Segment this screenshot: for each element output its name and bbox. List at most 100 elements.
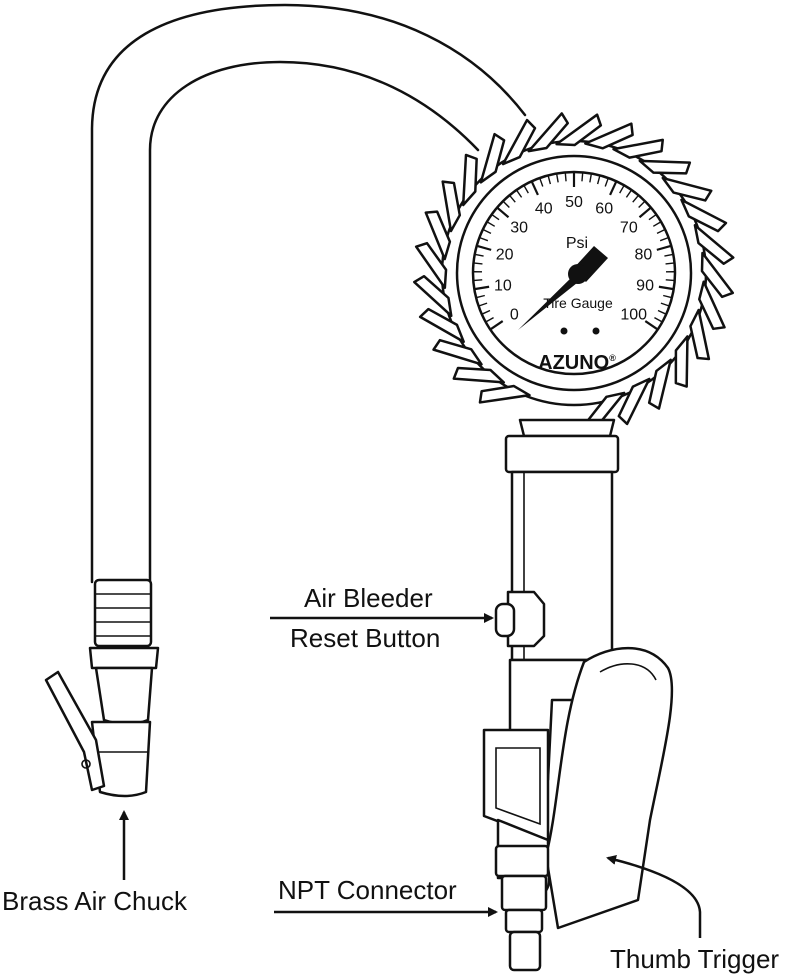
brass-air-chuck	[44, 578, 160, 798]
minor-tick	[476, 294, 485, 299]
minor-tick	[539, 178, 544, 187]
thumb-trigger-arrow	[606, 855, 702, 938]
guard-fin	[555, 113, 603, 147]
minor-tick	[665, 279, 674, 282]
minor-tick	[480, 237, 489, 242]
minor-tick	[483, 229, 492, 234]
minor-tick	[589, 174, 592, 183]
gauge-scale-label: 80	[634, 247, 652, 264]
minor-tick	[596, 176, 601, 185]
minor-tick	[604, 178, 609, 187]
guard-fin	[424, 210, 452, 261]
major-tick	[477, 245, 492, 251]
gauge-unit: Psi	[566, 235, 588, 252]
guard-fin	[441, 180, 462, 233]
minor-tick	[474, 279, 483, 282]
minor-tick	[523, 185, 529, 194]
minor-tick	[652, 221, 661, 227]
gauge-scale-label: 30	[510, 219, 528, 236]
minor-tick	[656, 229, 665, 234]
minor-tick	[479, 302, 488, 307]
guard-fin	[693, 224, 735, 265]
minor-tick	[654, 317, 662, 323]
guard-fin	[414, 241, 448, 290]
guard-fin	[432, 338, 483, 366]
minor-tick	[474, 262, 483, 265]
gauge-scale-label: 20	[496, 247, 514, 264]
guard-fin	[612, 138, 665, 159]
gauge-scale-label: 70	[620, 219, 638, 236]
major-tick	[490, 320, 504, 330]
minor-tick	[657, 309, 666, 315]
minor-tick	[547, 176, 552, 185]
guard-fin	[418, 307, 465, 343]
air-hose	[90, 3, 527, 584]
minor-tick	[638, 201, 645, 209]
minor-tick	[665, 262, 674, 265]
guard-fin	[661, 176, 713, 202]
gauge-scale-label: 40	[535, 201, 553, 218]
major-tick	[475, 285, 490, 291]
npt-connector	[494, 844, 550, 972]
minor-tick	[659, 237, 668, 242]
minor-tick	[516, 190, 523, 198]
minor-tick	[556, 174, 559, 183]
gauge-ticks	[473, 173, 675, 330]
guard-fin	[478, 384, 531, 404]
major-tick	[531, 181, 539, 196]
guard-fin	[584, 122, 634, 150]
minor-tick	[664, 253, 673, 257]
minor-tick	[663, 294, 672, 299]
npt-connector-label: NPT Connector	[278, 875, 457, 905]
guard-fin	[527, 112, 570, 153]
minor-tick	[475, 253, 484, 257]
thumb-trigger-label: Thumb Trigger	[610, 944, 780, 974]
guard-fin	[674, 335, 689, 388]
guard-fin	[700, 251, 735, 299]
gauge-needle	[518, 246, 608, 330]
guard-fin	[501, 118, 537, 166]
minor-tick	[509, 195, 516, 203]
guard-fin	[617, 377, 651, 426]
guard-fin	[698, 280, 726, 331]
gauge-scale-label: 50	[565, 194, 583, 211]
major-tick	[656, 245, 671, 251]
minor-tick	[564, 173, 567, 182]
minor-tick	[632, 195, 639, 203]
gauge-scale-label: 60	[595, 201, 613, 218]
guard-fin	[638, 159, 692, 175]
svg-text:AZUNO®: AZUNO®	[538, 352, 616, 374]
brass-air-chuck-label: Brass Air Chuck	[2, 886, 187, 916]
minor-tick	[486, 317, 494, 323]
minor-tick	[487, 221, 496, 227]
major-tick	[497, 207, 510, 219]
guard-fin	[680, 198, 728, 233]
guard-fin	[413, 274, 453, 318]
guard-fin	[479, 132, 506, 184]
major-tick	[638, 207, 651, 219]
air-bleeder-button	[494, 590, 546, 648]
major-tick	[644, 320, 658, 330]
minor-tick	[492, 214, 500, 221]
air-bleeder-label: Air Bleeder	[304, 583, 433, 613]
minor-tick	[660, 302, 669, 307]
gauge-scale-label: 100	[620, 306, 647, 323]
major-tick	[609, 181, 617, 196]
gauge-scale: 0 10 20 30 40 50 60 70 80 90 100	[494, 194, 654, 323]
minor-tick	[581, 173, 584, 182]
gauge-brand-logo: AZUNO	[538, 352, 609, 374]
guard-fin	[452, 366, 506, 384]
minor-tick	[625, 190, 632, 198]
gauge-scale-label: 10	[494, 278, 512, 295]
major-tick	[658, 285, 673, 291]
minor-tick	[619, 185, 625, 194]
guard-fin	[461, 153, 478, 207]
guard-fin	[689, 308, 711, 361]
guard-fin	[647, 358, 672, 410]
gauge-brand-mark: ®	[609, 353, 616, 363]
minor-tick	[482, 309, 491, 315]
gauge-scale-label: 0	[510, 306, 519, 323]
gauge-scale-label: 90	[636, 278, 654, 295]
